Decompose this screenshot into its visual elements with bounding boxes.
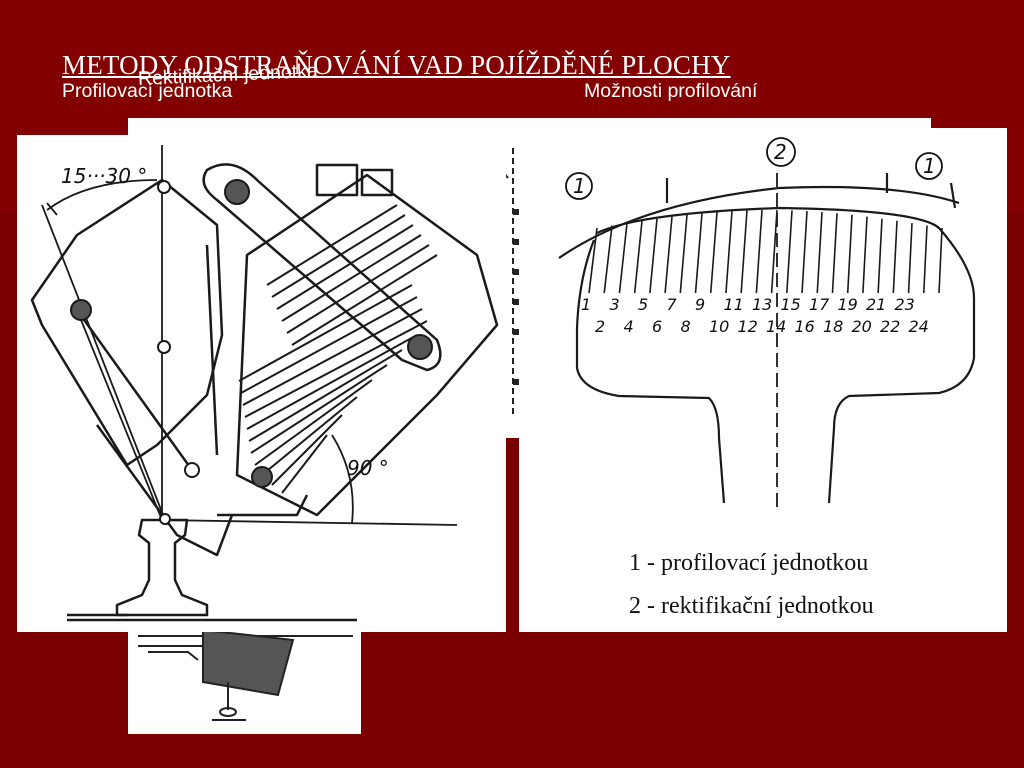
pivot-4 (251, 466, 273, 488)
pass-number-bottom: 22 (880, 317, 900, 336)
profilovaci-panel: 15···30 ° 90 ° (17, 135, 506, 632)
pass-number-bottom: 18 (823, 317, 843, 336)
pass-number-top: 9 (695, 295, 705, 314)
rail-profile (67, 518, 357, 622)
pass-number-bottom: 12 (738, 317, 758, 336)
pass-number-bottom: 8 (681, 317, 691, 336)
pass-line (892, 220, 898, 294)
pass-line (603, 225, 613, 294)
motor-block (235, 173, 499, 517)
angle-label-top: 15···30 ° (61, 164, 147, 188)
pass-line (709, 211, 718, 294)
pass-number-bottom: 10 (709, 317, 729, 336)
pass-line (862, 216, 868, 294)
pass-line (725, 210, 733, 294)
pass-number-top: 15 (781, 295, 801, 314)
pass-number-bottom: 4 (624, 317, 634, 336)
pass-number-top: 7 (667, 295, 678, 314)
pass-number-top: 17 (809, 295, 830, 314)
pass-line (907, 223, 913, 294)
pass-number-top: 13 (752, 295, 772, 314)
pass-line (588, 227, 598, 294)
pass-number-top: 3 (610, 295, 620, 314)
lower-detail-drawing (138, 628, 353, 721)
pass-number-bottom: 6 (652, 317, 662, 336)
pass-number-top: 1 (581, 295, 591, 314)
pass-line (740, 210, 748, 294)
pivot-3 (70, 299, 92, 321)
pass-line (786, 210, 793, 294)
pass-number-top: 21 (866, 295, 886, 314)
pass-line (801, 210, 808, 294)
slide-title: METODY ODSTRAŇOVÁNÍ VAD POJÍŽDĚNÉ PLOCHY (62, 50, 731, 80)
pass-line (618, 223, 628, 294)
pass-number-bottom: 20 (852, 317, 872, 336)
pass-line (679, 214, 688, 294)
pivot-1 (224, 179, 250, 205)
pass-line (877, 218, 883, 294)
zone-marker-center: 2 (774, 140, 787, 164)
legend-item-2: 2 - rektifikační jednotkou (629, 593, 874, 619)
pass-line (649, 218, 658, 294)
pass-number-bottom: 24 (909, 317, 929, 336)
pass-number-bottom: 16 (795, 317, 815, 336)
pass-line (922, 225, 928, 294)
pass-line (755, 209, 763, 294)
link-arm (202, 163, 442, 372)
pass-number-bottom: 2 (595, 317, 605, 336)
angle-label-bottom: 90 ° (347, 456, 389, 480)
motor-fins (238, 204, 438, 494)
caption-moznosti: Možnosti profilování (584, 80, 758, 102)
pass-number-top: 5 (638, 295, 648, 314)
pass-line (633, 220, 643, 294)
caption-profilovaci: Profilovací jednotka (62, 80, 233, 102)
pass-line (694, 213, 703, 294)
pass-line (770, 209, 778, 294)
legend-item-1: 1 - profilovací jednotkou (629, 550, 868, 576)
pass-line (938, 227, 943, 294)
zone-markers: 1 2 1 (565, 137, 943, 200)
zone-marker-left: 1 (573, 174, 586, 198)
unit-housing (30, 178, 224, 467)
pivot-2 (407, 334, 433, 360)
pass-line (846, 214, 853, 294)
pass-number-top: 23 (895, 295, 915, 314)
pass-line (831, 213, 838, 294)
pass-line (816, 211, 823, 294)
pass-number-top: 11 (724, 295, 744, 314)
rail-head-outline (575, 206, 976, 504)
zone-marker-right: 1 (923, 154, 936, 178)
pass-number-top: 19 (838, 295, 858, 314)
pass-number-bottom: 14 (766, 317, 786, 336)
pass-line (664, 216, 673, 294)
profilovaci-drawing: 15···30 ° 90 ° (30, 145, 499, 622)
pass-lines (588, 209, 943, 294)
